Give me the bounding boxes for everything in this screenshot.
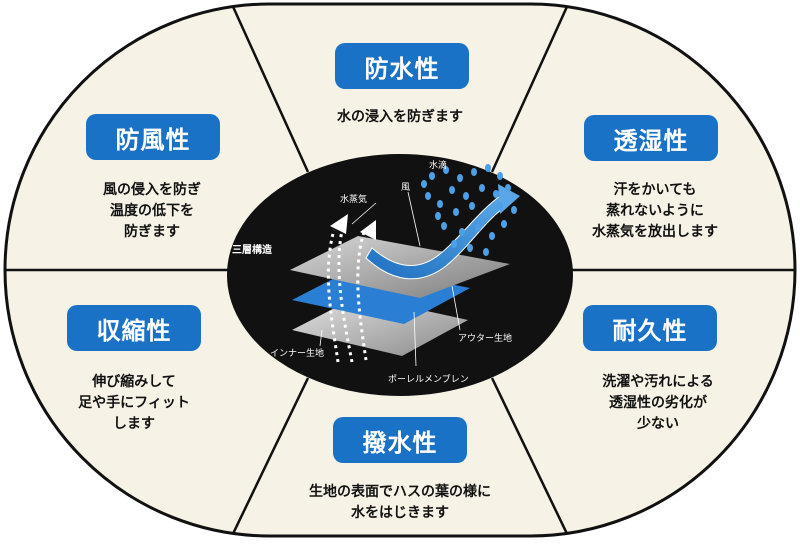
- droplet-label: 水滴: [429, 161, 448, 171]
- droplet-icon: [437, 200, 443, 208]
- stretch-badge: 収縮性: [67, 305, 201, 351]
- waterproof-line: 水の浸入を防ぎます: [337, 109, 463, 125]
- windproof-line: 風の侵入を防ぎ: [103, 182, 201, 198]
- waterproof-badge: 防水性: [335, 43, 469, 89]
- vapor-arrow-left: [330, 214, 348, 234]
- breathable-line: 蒸れないように: [606, 203, 704, 219]
- windproof-badge: 防風性: [86, 114, 220, 160]
- label-leaders: [319, 191, 461, 367]
- breathable-badge: 透湿性: [584, 115, 718, 161]
- durable-line: 少ない: [637, 416, 679, 432]
- water-droplets: [421, 164, 517, 256]
- repellent-description: 生地の表面でハスの葉の様に 水をはじきます: [280, 482, 520, 524]
- droplet-icon: [511, 206, 517, 214]
- repellent-line: 生地の表面でハスの葉の様に: [309, 484, 491, 500]
- vapor-label: 水蒸気: [340, 195, 368, 205]
- durable-description: 洗濯や汚れによる 透湿性の劣化が 少ない: [558, 372, 758, 435]
- droplet-icon: [485, 164, 491, 172]
- droplet-icon: [463, 192, 469, 200]
- droplet-icon: [475, 224, 481, 232]
- droplet-icon: [493, 190, 499, 198]
- breathable-description: 汗をかいても 蒸れないように 水蒸気を放出します: [560, 180, 750, 243]
- durable-badge: 耐久性: [583, 305, 717, 351]
- droplet-icon: [471, 168, 477, 176]
- wind-arrow: [365, 184, 520, 280]
- droplet-icon: [483, 248, 489, 256]
- droplet-icon: [501, 220, 507, 228]
- durable-line: 洗濯や汚れによる: [602, 374, 714, 390]
- droplet-icon: [497, 172, 503, 180]
- stretch-description: 伸び縮みして 足や手にフィット します: [44, 372, 224, 435]
- droplet-icon: [421, 180, 427, 188]
- breathable-line: 汗をかいても: [613, 182, 697, 198]
- droplet-icon: [441, 222, 447, 230]
- droplet-icon: [489, 232, 495, 240]
- structure-label: 三層構造: [232, 245, 272, 256]
- inner-fabric-label: インナー生地: [270, 349, 325, 359]
- stretch-line: します: [113, 416, 155, 432]
- droplet-icon: [453, 208, 459, 216]
- droplet-icon: [483, 210, 489, 218]
- droplet-icon: [425, 192, 431, 200]
- waterproof-description: 水の浸入を防ぎます: [300, 107, 500, 128]
- droplet-icon: [435, 212, 441, 220]
- durable-line: 透湿性の劣化が: [609, 395, 707, 411]
- droplet-icon: [449, 186, 455, 194]
- droplet-icon: [457, 174, 463, 182]
- wind-label: 風: [401, 183, 411, 193]
- repellent-line: 水をはじきます: [351, 505, 449, 521]
- droplet-icon: [429, 172, 435, 180]
- windproof-description: 風の侵入を防ぎ 温度の低下を 防ぎます: [62, 180, 242, 243]
- vapor-curves: [326, 221, 368, 363]
- windproof-line: 防ぎます: [124, 224, 180, 240]
- repellent-badge: 撥水性: [333, 417, 467, 463]
- droplet-icon: [469, 202, 475, 210]
- windproof-line: 温度の低下を: [110, 203, 194, 219]
- droplet-icon: [459, 228, 465, 236]
- droplet-icon: [479, 184, 485, 192]
- droplet-icon: [497, 202, 503, 210]
- droplet-icon: [467, 244, 473, 252]
- droplet-icon: [505, 184, 511, 192]
- membrane-label: ポーレルメンブレン: [388, 375, 469, 385]
- stretch-line: 伸び縮みして: [92, 374, 176, 390]
- vapor-arrow-right: [360, 220, 376, 240]
- breathable-line: 水蒸気を放出します: [592, 224, 718, 240]
- outer-fabric-label: アウター生地: [458, 334, 513, 344]
- droplet-icon: [443, 166, 449, 174]
- droplet-icon: [451, 240, 457, 248]
- stretch-line: 足や手にフィット: [78, 395, 190, 411]
